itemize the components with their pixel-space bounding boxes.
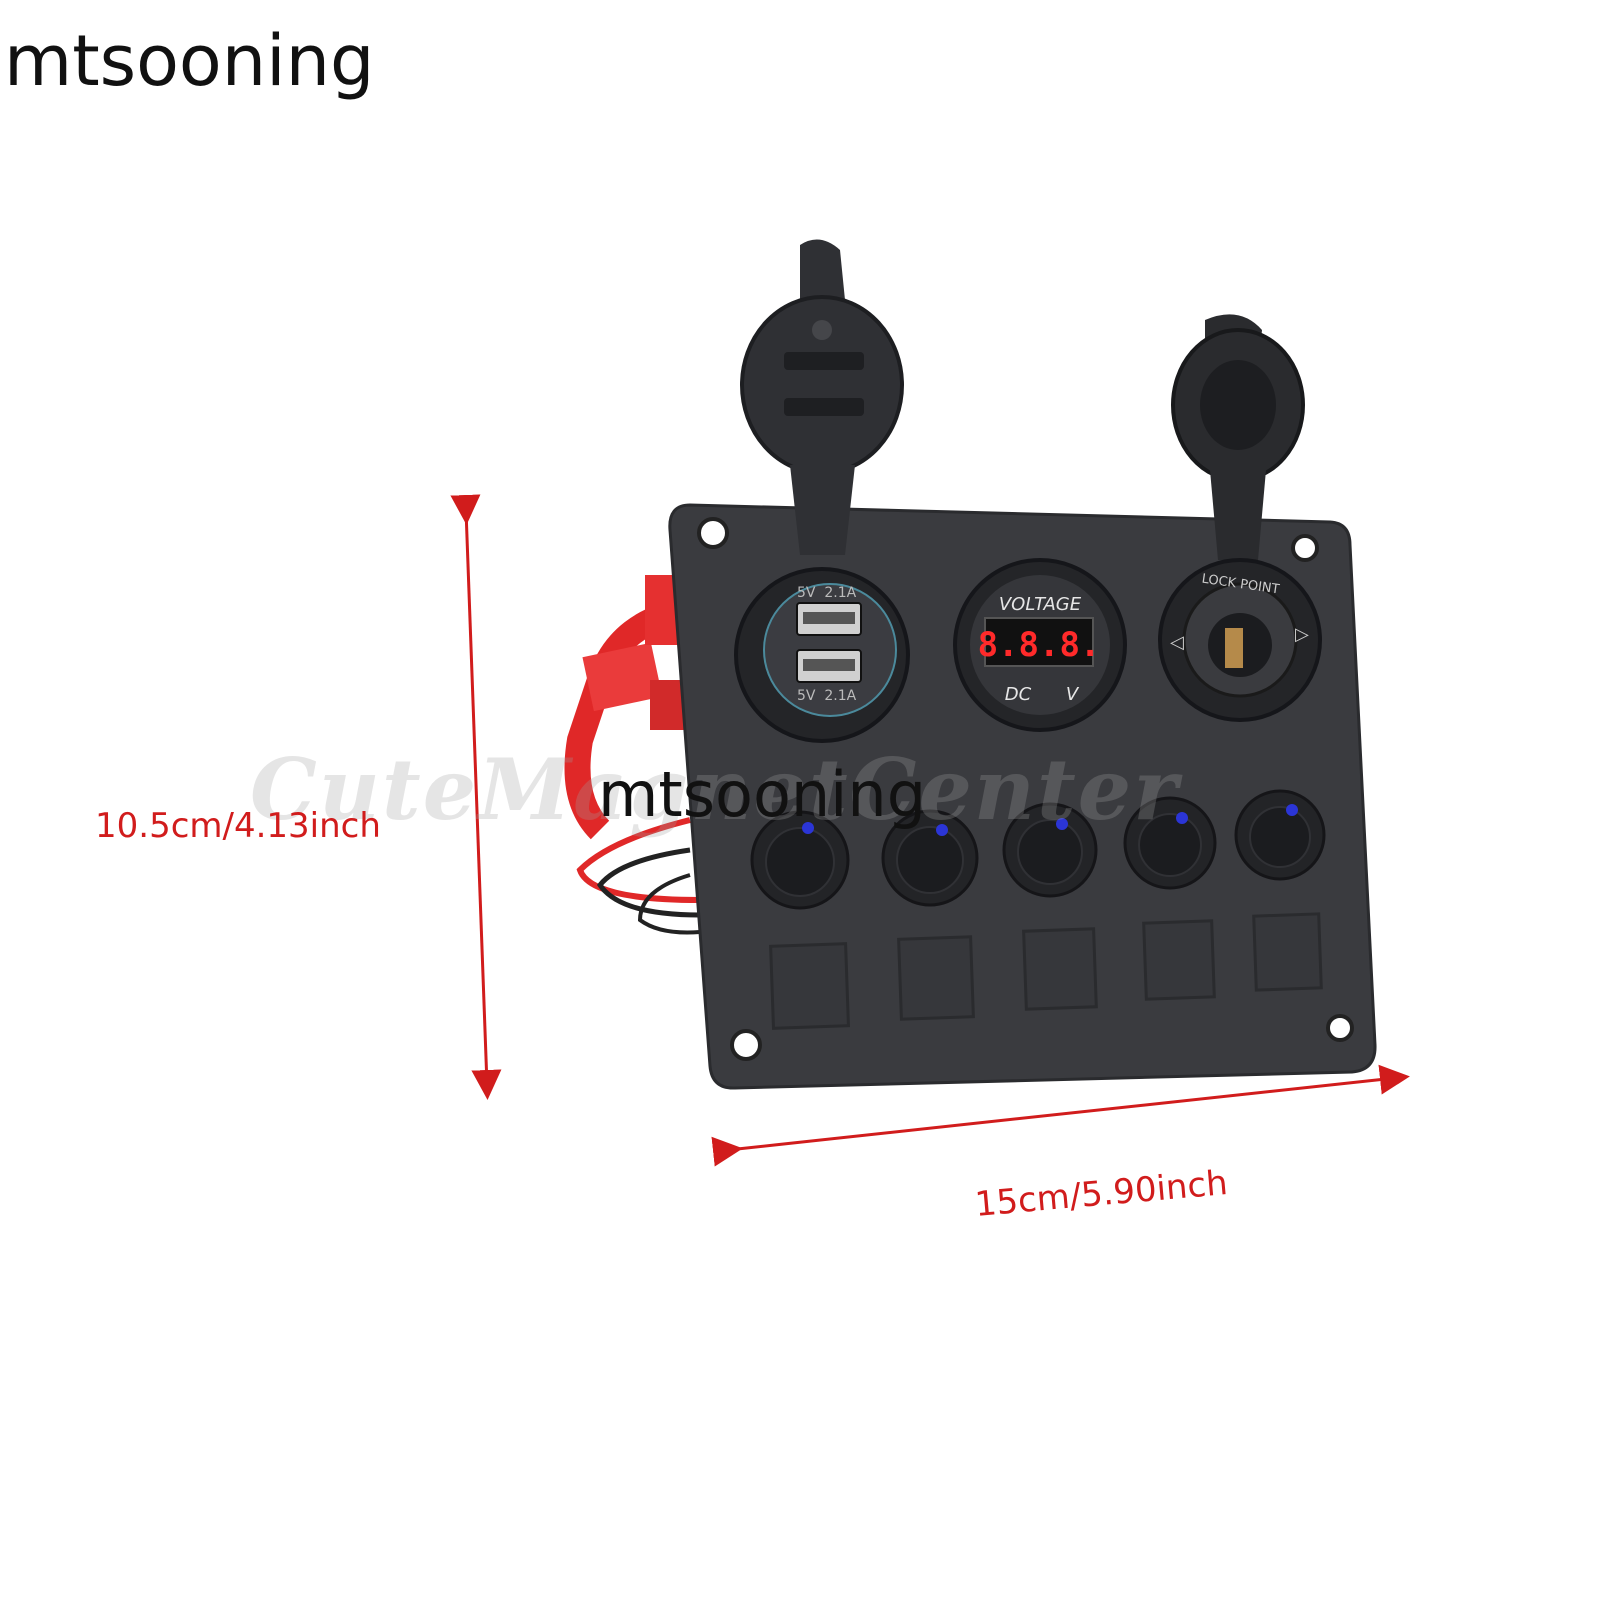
label-slot — [897, 935, 975, 1021]
led-indicator — [1056, 818, 1068, 830]
voltmeter-display — [984, 617, 1094, 667]
brand-text-top: mtsooning — [4, 20, 375, 102]
rocker-switch[interactable] — [881, 809, 979, 907]
voltmeter-unit: V — [1066, 684, 1080, 705]
label-slot — [769, 942, 850, 1030]
label-slot — [1142, 919, 1216, 1001]
rocker-switch[interactable] — [1002, 802, 1098, 898]
watermark-text: CuteMagnetCenter — [250, 740, 1180, 839]
mounting-hole — [730, 1029, 762, 1061]
voltmeter-dc: DC — [1005, 684, 1032, 705]
arrow-right-icon: ▷ — [1295, 624, 1309, 645]
mounting-hole — [1326, 1014, 1354, 1042]
label-slots — [769, 912, 1323, 1030]
height-dimension-label: 10.5cm/4.13inch — [95, 806, 381, 846]
power-socket: LOCK POINT ◁ ▷ — [1158, 558, 1322, 722]
label-slot — [1022, 927, 1098, 1011]
usb-charger: 5V 2.1A 5V 2.1A — [734, 567, 910, 743]
led-indicator — [802, 822, 814, 834]
rocker-switches — [750, 789, 1326, 910]
usb-label-top: 5V 2.1A — [797, 585, 857, 601]
rocker-switch[interactable] — [1123, 796, 1217, 890]
voltmeter-title: VOLTAGE — [999, 594, 1082, 615]
mounting-hole — [697, 517, 729, 549]
height-arrow — [450, 494, 502, 1100]
label-slot — [1252, 912, 1323, 992]
rocker-switch[interactable] — [1234, 789, 1326, 881]
mounting-hole — [1291, 534, 1319, 562]
brand-text-mid: mtsooning — [598, 758, 927, 831]
width-arrow — [711, 1064, 1410, 1167]
led-indicator — [936, 824, 948, 836]
led-indicator — [1286, 804, 1298, 816]
rocker-switch[interactable] — [750, 810, 850, 910]
usb-label-bottom: 5V 2.1A — [797, 688, 857, 704]
usb-cap — [740, 239, 904, 555]
voltmeter-reading: 8.8.8. — [978, 625, 1101, 665]
led-indicator — [1176, 812, 1188, 824]
voltmeter: VOLTAGE 8.8.8. DC V — [953, 558, 1127, 732]
socket-cap — [1171, 314, 1305, 560]
arrow-left-icon: ◁ — [1170, 632, 1184, 653]
